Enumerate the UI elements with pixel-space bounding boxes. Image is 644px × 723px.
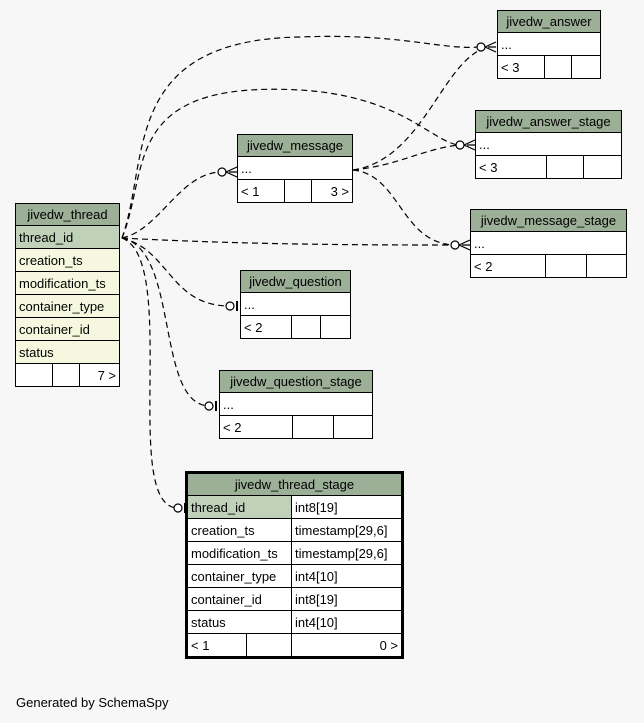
column-type: int4[10] — [291, 610, 403, 634]
table-title: jivedw_question — [240, 270, 351, 293]
table-jivedw-answer-stage[interactable]: jivedw_answer_stage ... < 3 — [475, 110, 622, 179]
column-name: thread_id — [186, 495, 292, 519]
column-status: status — [15, 340, 120, 364]
column-name: container_type — [186, 564, 292, 588]
edge-message-message-stage — [352, 169, 453, 246]
edge-thread-stage — [121, 237, 179, 509]
crowfoot-answer-stage-icon — [455, 140, 465, 150]
ellipsis-row: ... — [475, 132, 622, 156]
generated-by-footer: Generated by SchemaSpy — [16, 695, 169, 710]
ellipsis-row: ... — [237, 156, 353, 180]
table-jivedw-question[interactable]: jivedw_question ... < 2 — [240, 270, 351, 339]
child-count: 0 > — [291, 633, 403, 658]
edge-thread-question — [121, 237, 231, 307]
parent-count: < 1 — [186, 633, 247, 658]
parent-count: < 1 — [237, 179, 285, 203]
child-count: 7 > — [79, 363, 120, 387]
one-marker-thread-stage-icon — [173, 503, 183, 513]
edge-thread-question-stage — [121, 237, 211, 407]
column-thread-id: thread_id — [15, 225, 120, 249]
table-jivedw-thread-stage[interactable]: jivedw_thread_stage thread_id int8[19] c… — [185, 471, 404, 659]
parent-count: < 2 — [219, 415, 293, 439]
ellipsis-row: ... — [497, 32, 601, 56]
edge-message-answer-stage — [352, 144, 459, 171]
edge-thread-message-stage — [121, 237, 453, 246]
column-name: modification_ts — [186, 541, 292, 565]
edge-thread-answer — [121, 35, 481, 239]
column-name: status — [186, 610, 292, 634]
crowfoot-answer-icon — [476, 42, 486, 52]
parent-count: < 3 — [497, 55, 545, 79]
parent-count: < 3 — [475, 155, 547, 179]
edge-message-answer — [352, 49, 481, 171]
column-type: timestamp[29,6] — [291, 518, 403, 542]
table-title: jivedw_answer — [497, 10, 601, 33]
column-container-id: container_id — [15, 317, 120, 341]
column-type: int8[19] — [291, 495, 403, 519]
table-jivedw-thread[interactable]: jivedw_thread thread_id creation_ts modi… — [15, 203, 120, 387]
ellipsis-row: ... — [470, 231, 627, 255]
column-type: int4[10] — [291, 564, 403, 588]
table-jivedw-message[interactable]: jivedw_message ... < 1 3 > — [237, 134, 353, 203]
table-title: jivedw_thread_stage — [186, 472, 403, 496]
parent-count: < 2 — [470, 254, 546, 278]
ellipsis-row: ... — [219, 392, 373, 416]
table-title: jivedw_question_stage — [219, 370, 373, 393]
table-jivedw-question-stage[interactable]: jivedw_question_stage ... < 2 — [219, 370, 373, 439]
crowfoot-message-icon — [217, 167, 227, 177]
column-creation-ts: creation_ts — [15, 248, 120, 272]
column-name: container_id — [186, 587, 292, 611]
one-marker-question-icon — [225, 301, 235, 311]
crowfoot-message-stage-icon — [450, 240, 460, 250]
parent-count: < 2 — [240, 315, 292, 339]
table-jivedw-answer[interactable]: jivedw_answer ... < 3 — [497, 10, 601, 79]
column-type: timestamp[29,6] — [291, 541, 403, 565]
child-count: 3 > — [311, 179, 353, 203]
edge-thread-message — [121, 171, 223, 239]
column-container-type: container_type — [15, 294, 120, 318]
table-title: jivedw_message_stage — [470, 209, 627, 232]
table-title: jivedw_message — [237, 134, 353, 157]
column-modification-ts: modification_ts — [15, 271, 120, 295]
table-title: jivedw_answer_stage — [475, 110, 622, 133]
ellipsis-row: ... — [240, 292, 351, 316]
one-marker-question-stage-icon — [204, 401, 214, 411]
table-title: jivedw_thread — [15, 203, 120, 226]
column-name: creation_ts — [186, 518, 292, 542]
edge-thread-answer-stage — [121, 88, 459, 239]
table-jivedw-message-stage[interactable]: jivedw_message_stage ... < 2 — [470, 209, 627, 278]
column-type: int8[19] — [291, 587, 403, 611]
